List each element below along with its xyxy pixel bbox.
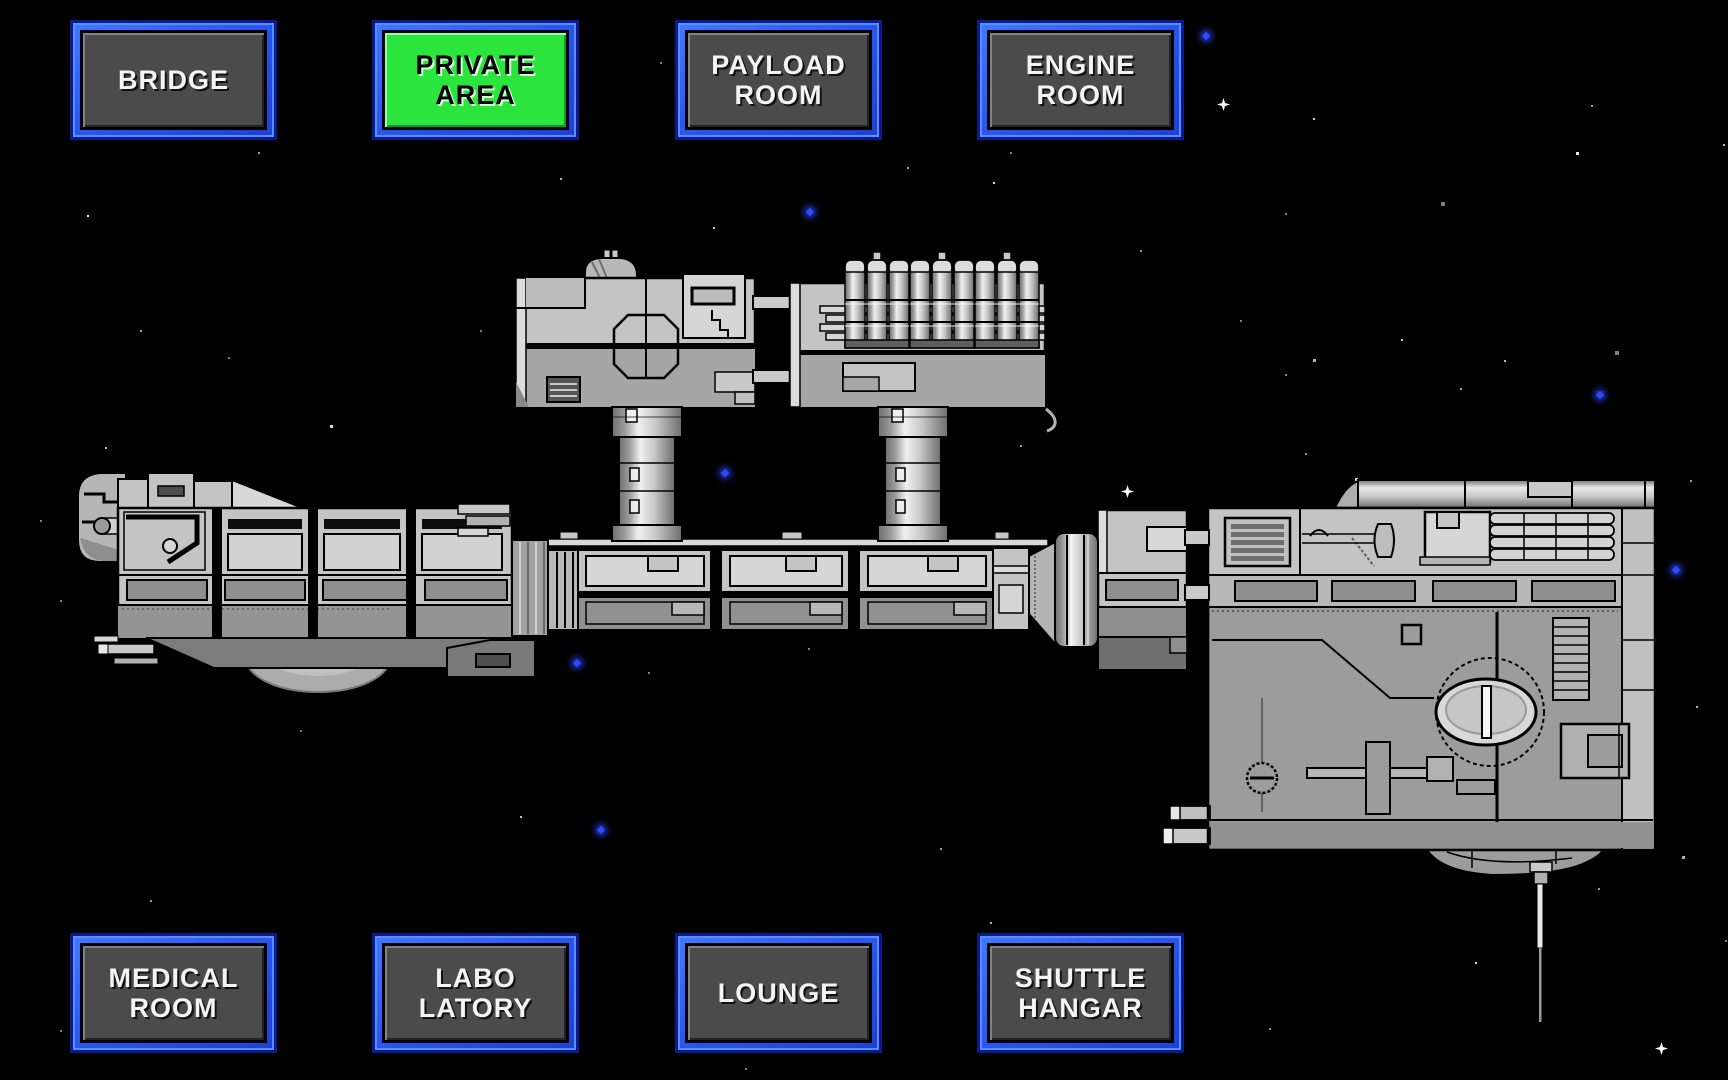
star — [1010, 152, 1012, 154]
room-button-label: LABO LATORY — [418, 962, 533, 1023]
star — [1504, 360, 1506, 362]
star — [1598, 888, 1600, 890]
mid-hull — [547, 531, 1049, 631]
button-face: PRIVATE AREA — [382, 30, 569, 130]
room-button-shuttle-hangar[interactable]: SHUTTLE HANGAR — [977, 933, 1184, 1053]
star — [1682, 856, 1685, 859]
room-button-label: ENGINE ROOM — [1025, 49, 1136, 110]
room-button-label: PAYLOAD ROOM — [711, 49, 846, 110]
room-button-label: PRIVATE AREA — [415, 49, 536, 110]
star — [1140, 250, 1142, 252]
star — [300, 730, 302, 732]
button-face: MEDICAL ROOM — [80, 943, 267, 1043]
star — [990, 922, 992, 924]
star — [660, 62, 662, 64]
aft-fore-block — [1096, 508, 1210, 672]
button-face: BRIDGE — [80, 30, 267, 130]
upper-module-left — [514, 249, 791, 409]
star — [1401, 339, 1403, 341]
star — [520, 816, 522, 818]
star — [1269, 1028, 1271, 1030]
star — [60, 1030, 62, 1032]
star — [1355, 478, 1358, 481]
star — [258, 152, 260, 154]
support-pylons — [611, 406, 949, 542]
star — [808, 648, 810, 650]
star — [1313, 359, 1316, 362]
room-button-label: SHUTTLE HANGAR — [1014, 962, 1147, 1023]
room-button-laboratory[interactable]: LABO LATORY — [372, 933, 579, 1053]
star — [1615, 351, 1619, 355]
star — [1305, 453, 1307, 455]
star — [907, 167, 909, 169]
star — [1725, 940, 1727, 942]
star — [1020, 445, 1022, 447]
bow-section — [77, 472, 549, 693]
star — [60, 600, 62, 602]
star — [40, 520, 42, 522]
star — [1696, 706, 1698, 708]
star — [87, 215, 89, 217]
star — [993, 182, 995, 184]
room-button-label: BRIDGE — [117, 64, 229, 95]
star — [940, 848, 942, 850]
star — [1441, 202, 1445, 206]
engine-hangar-block — [1162, 478, 1657, 1022]
star — [1285, 374, 1287, 376]
room-button-label: LOUNGE — [717, 977, 840, 1008]
room-button-lounge[interactable]: LOUNGE — [675, 933, 882, 1053]
star — [150, 900, 152, 902]
star — [140, 330, 142, 332]
button-face: SHUTTLE HANGAR — [987, 943, 1174, 1043]
room-button-payload-room[interactable]: PAYLOAD ROOM — [675, 20, 882, 140]
star — [648, 672, 650, 674]
star — [1591, 105, 1593, 107]
star — [1313, 118, 1315, 120]
room-button-label: MEDICAL ROOM — [108, 962, 239, 1023]
button-face: PAYLOAD ROOM — [685, 30, 872, 130]
star — [1576, 152, 1579, 155]
star — [1285, 213, 1287, 215]
star — [228, 357, 230, 359]
star — [480, 330, 482, 332]
button-face: LOUNGE — [685, 943, 872, 1043]
star — [330, 425, 333, 428]
room-button-medical-room[interactable]: MEDICAL ROOM — [70, 933, 277, 1053]
button-face: ENGINE ROOM — [987, 30, 1174, 130]
room-button-engine-room[interactable]: ENGINE ROOM — [977, 20, 1184, 140]
star — [713, 227, 715, 229]
room-button-bridge[interactable]: BRIDGE — [70, 20, 277, 140]
star — [560, 178, 562, 180]
star — [1475, 962, 1477, 964]
room-button-private-area[interactable]: PRIVATE AREA — [372, 20, 579, 140]
star — [1723, 144, 1725, 146]
star — [1460, 388, 1462, 390]
star — [1240, 320, 1242, 322]
hull-coupling — [992, 532, 1099, 649]
button-face: LABO LATORY — [382, 943, 569, 1043]
upper-module-tanks — [788, 251, 1060, 436]
star — [745, 1068, 747, 1070]
star — [1690, 480, 1692, 482]
star — [105, 447, 107, 449]
